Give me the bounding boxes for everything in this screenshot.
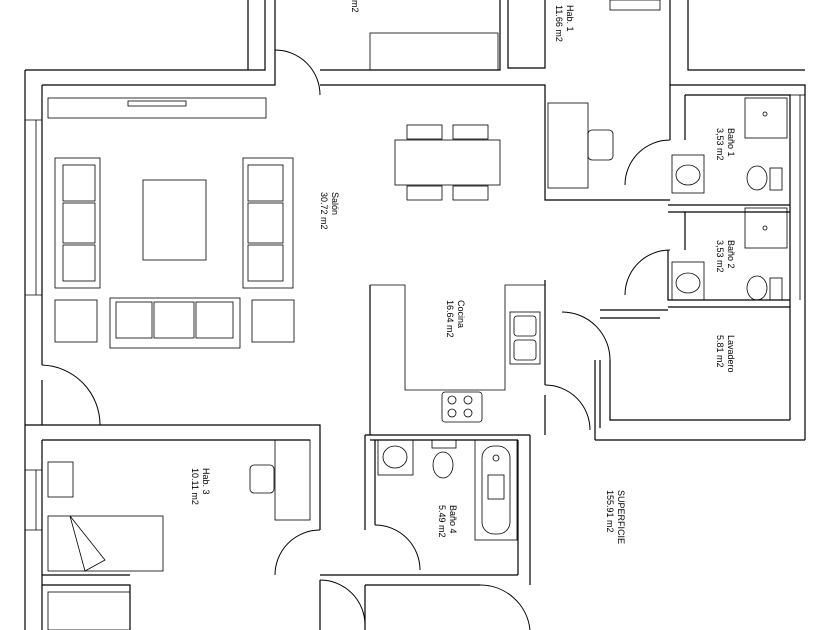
bano1-name: Baño 1	[726, 128, 736, 157]
bano2-name: Baño 2	[726, 240, 736, 269]
kitchen-furniture	[370, 284, 545, 423]
svg-text:Cocina 16.64 m2: Cocina 16.64 m2	[445, 300, 466, 338]
hab1-area: 11.66 m2	[554, 5, 564, 42]
svg-text:Salón 30.72 m2: Salón 30.72 m2	[319, 192, 340, 230]
bano1-area: 3,53 m2	[715, 128, 725, 161]
svg-text:m2: m2	[350, 0, 360, 13]
bath-fixtures	[377, 97, 788, 541]
svg-text:Baño 2 3,53 m2: Baño 2 3,53 m2	[715, 240, 736, 273]
bedroom-furniture	[47, 439, 311, 630]
svg-text:Baño 4 5.49 m2: Baño 4 5.49 m2	[437, 505, 458, 538]
svg-text:Hab. 3 10.11 m2: Hab. 3 10.11 m2	[190, 468, 211, 505]
salon-furniture	[47, 0, 661, 349]
room-labels: Hab. 1 11.66 m2 m2 Salón 30.72 m2 Cocina…	[190, 0, 736, 547]
svg-text:Lavadero 5.81 m2: Lavadero 5.81 m2	[715, 335, 736, 375]
doors	[41, 5, 671, 630]
lavadero-area: 5.81 m2	[715, 335, 725, 368]
bano4-name: Baño 4	[448, 505, 458, 534]
walls	[24, 0, 806, 630]
bano2-area: 3,53 m2	[715, 240, 725, 273]
hab2-area: m2	[350, 0, 360, 13]
salon-area: 30.72 m2	[319, 192, 329, 230]
hab3-area: 10.11 m2	[190, 468, 200, 505]
cocina-name: Cocina	[456, 300, 466, 328]
cocina-area: 16.64 m2	[445, 300, 455, 338]
svg-text:Baño 1 3,53 m2: Baño 1 3,53 m2	[715, 128, 736, 161]
svg-text:Hab. 1 11.66 m2: Hab. 1 11.66 m2	[554, 5, 575, 42]
lavadero-name: Lavadero	[726, 335, 736, 373]
salon-name: Salón	[330, 192, 340, 215]
svg-text:SUPERFICIE 155.91 m2: SUPERFICIE 155.91 m2	[605, 490, 626, 547]
superficie-label: SUPERFICIE	[616, 490, 626, 544]
hab3-name: Hab. 3	[201, 468, 211, 495]
hab1-name: Hab. 1	[565, 5, 575, 32]
bano4-area: 5.49 m2	[437, 505, 447, 538]
superficie-value: 155.91 m2	[605, 490, 615, 533]
